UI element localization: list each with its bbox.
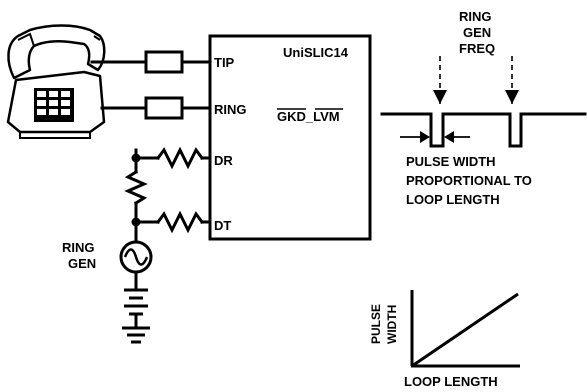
pulse-label-line2: PROPORTIONAL TO <box>406 173 532 188</box>
chart-series-line <box>411 292 519 368</box>
unislic14-chip <box>208 34 372 241</box>
ring-gen-label-line1: RING <box>62 240 95 255</box>
pulse-label-line3: LOOP LENGTH <box>406 192 500 207</box>
phone-wires <box>90 60 148 110</box>
pulse-label-line1: PULSE WIDTH <box>406 154 496 169</box>
battery-icon <box>124 270 148 330</box>
output-signal-lvm: LVM <box>313 109 339 124</box>
bias-network <box>124 146 212 244</box>
tip-resistor <box>144 50 212 74</box>
freq-label-line2: GEN <box>463 25 491 40</box>
telephone-icon <box>6 24 106 139</box>
output-signal-separator: _ <box>305 109 314 124</box>
ground-icon <box>122 326 150 344</box>
ring-resistor <box>144 96 212 120</box>
pin-tip-label: TIP <box>214 55 235 70</box>
pulse-width-vs-loop-length-chart <box>410 290 520 368</box>
svg-text:GKD_LVM: GKD_LVM <box>277 109 340 124</box>
pulse-waveform <box>380 112 587 148</box>
chip-name: UniSLIC14 <box>283 45 349 60</box>
pulse-width-arrows <box>400 131 470 143</box>
freq-label-line3: FREQ <box>459 41 495 56</box>
chart-ylabel-line2: WIDTH <box>385 305 399 344</box>
chart-ylabel-line1: PULSE <box>369 304 383 344</box>
chart-xlabel: LOOP LENGTH <box>404 374 498 389</box>
freq-markers <box>433 56 519 104</box>
freq-label-line1: RING <box>459 9 492 24</box>
ac-source-icon <box>119 240 153 274</box>
pin-dt-label: DT <box>214 218 231 233</box>
output-signal-gkd: GKD <box>277 109 306 124</box>
output-signal-label: GKD_LVM <box>277 108 343 124</box>
pin-ring-label: RING <box>214 102 247 117</box>
pin-dr-label: DR <box>214 153 233 168</box>
ring-gen-label-line2: GEN <box>68 256 96 271</box>
